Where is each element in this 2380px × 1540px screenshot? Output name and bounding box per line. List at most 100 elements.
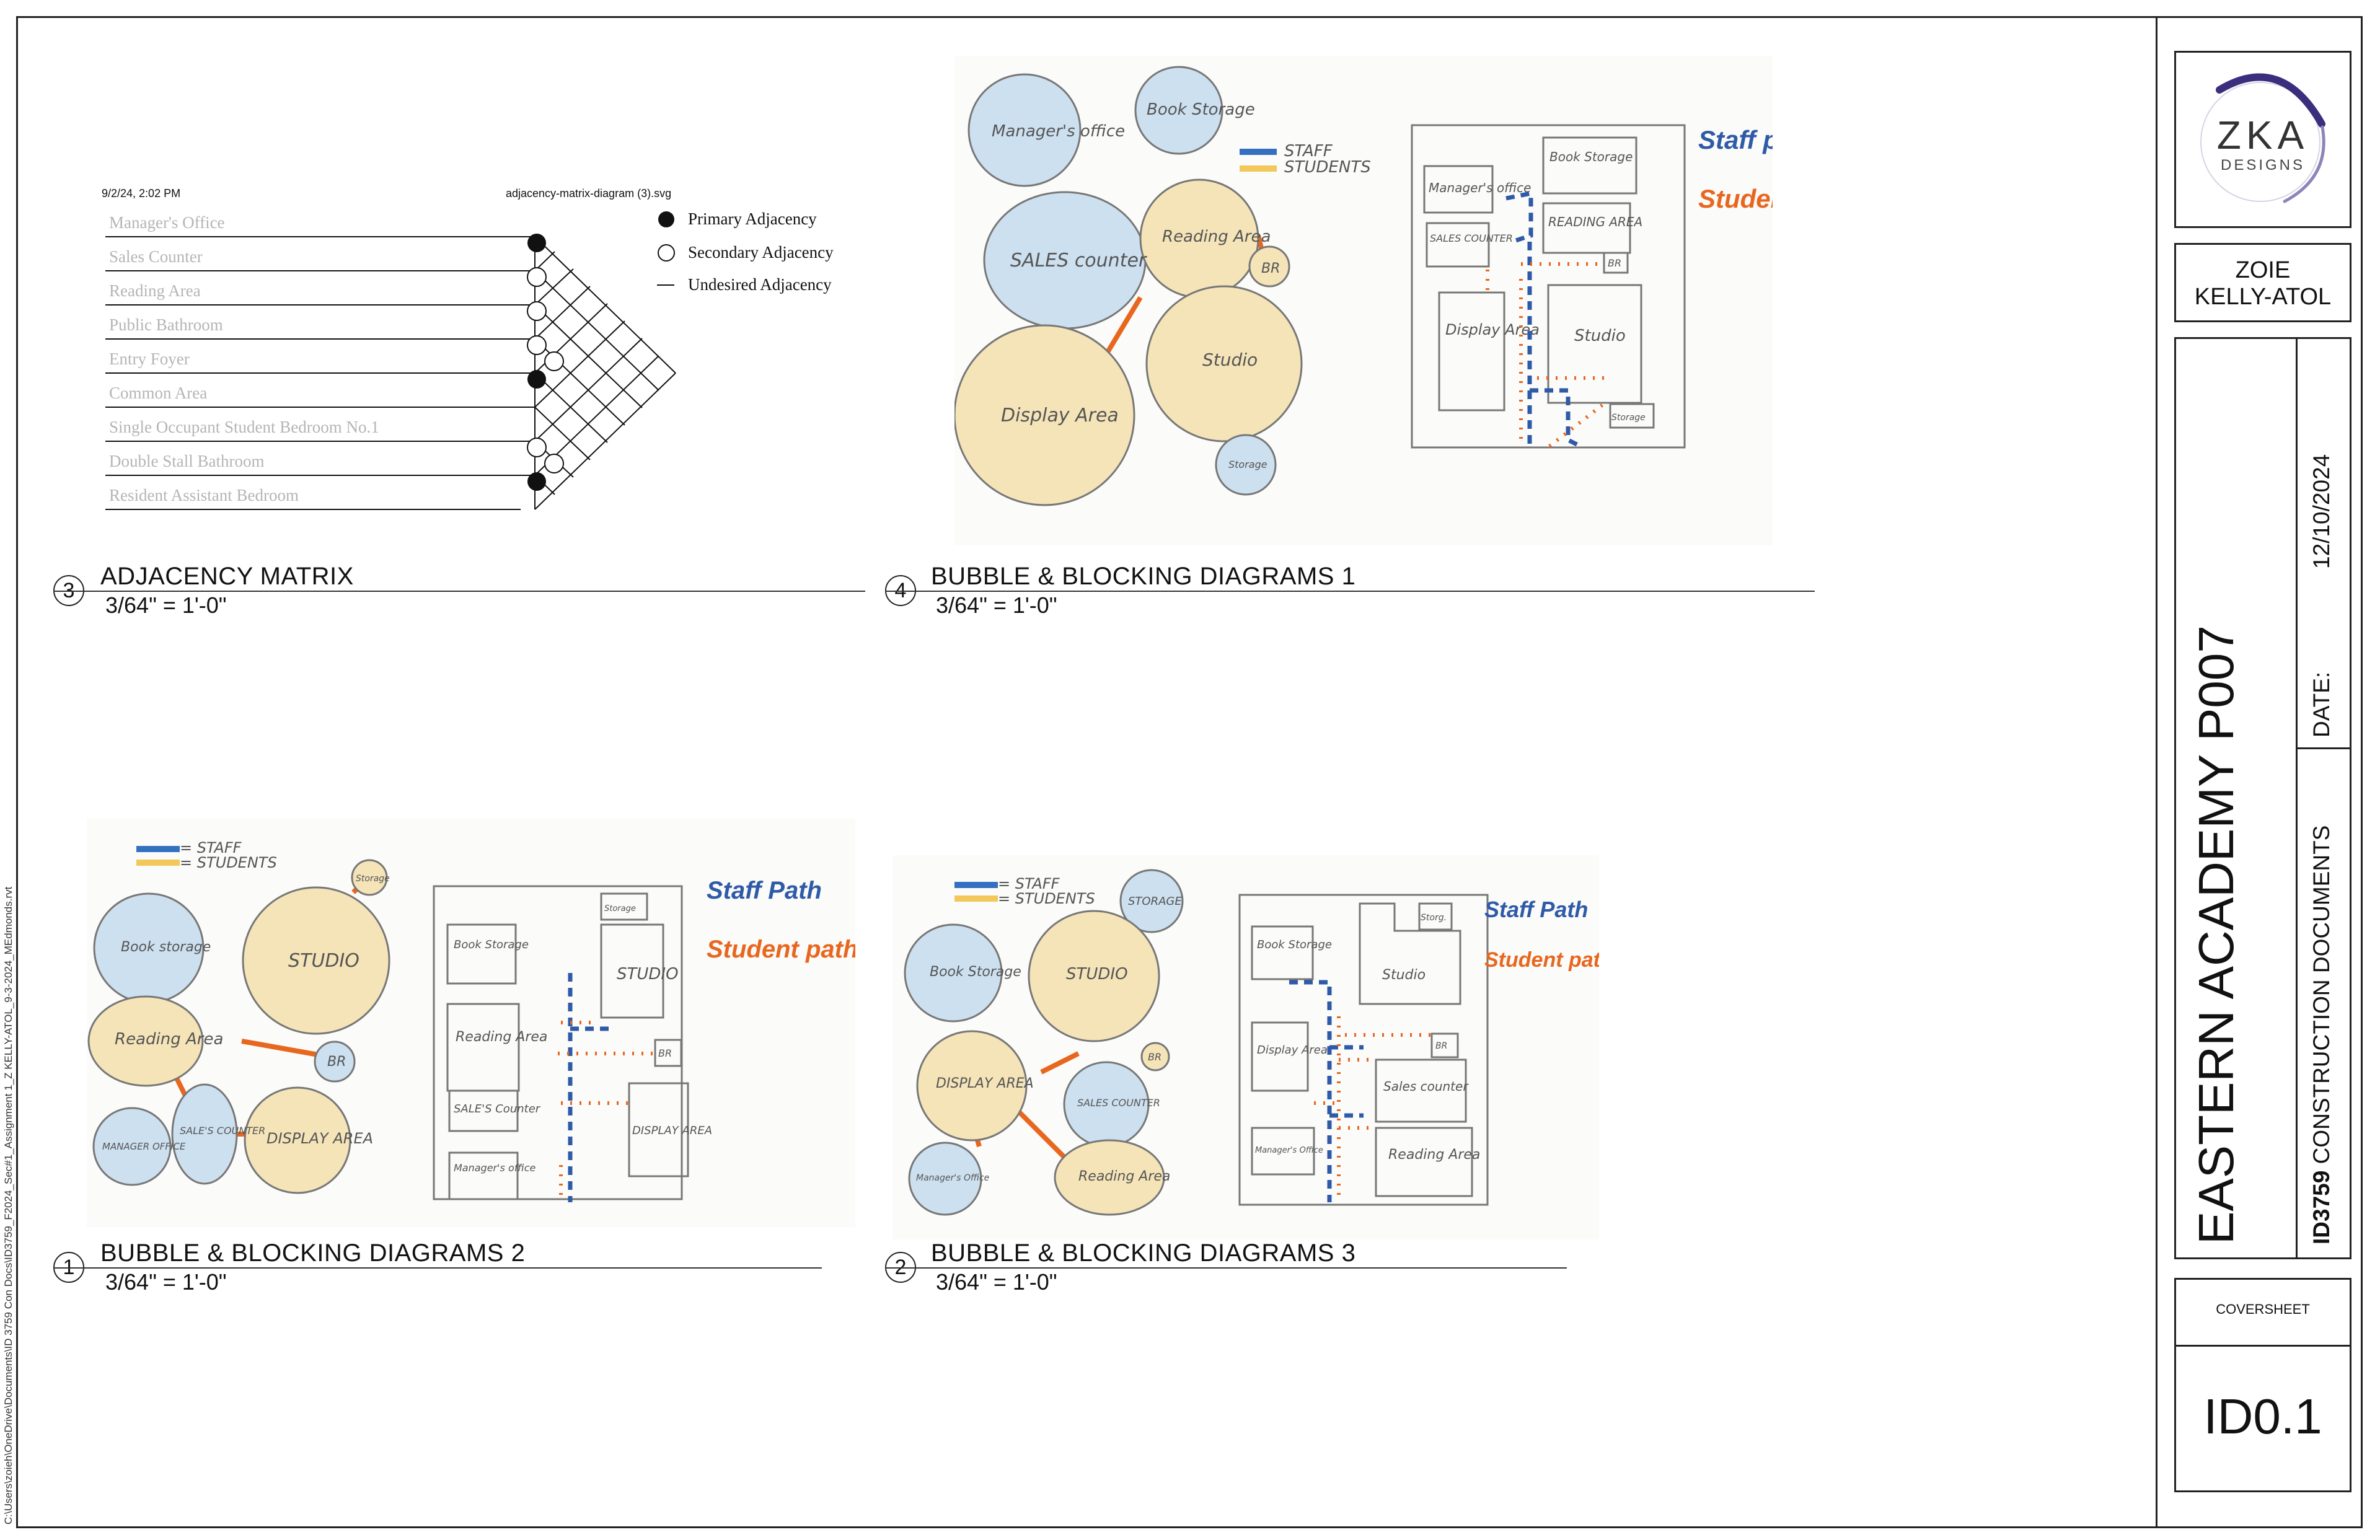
block-label: STUDIO xyxy=(617,965,679,983)
sketch-1-drawing: STAFF STUDENTS Manager's office Book Sto… xyxy=(953,66,1858,506)
block-label: READING AREA xyxy=(1548,214,1642,229)
view-title-underline xyxy=(885,1267,1567,1269)
legend-staff: = STAFF xyxy=(180,839,242,856)
bubble-book-storage xyxy=(1134,66,1223,155)
adjacency-matrix-panel: 9/2/24, 2:02 PM adjacency-matrix-diagram… xyxy=(93,174,862,533)
block-label: Display Area xyxy=(1257,1044,1328,1057)
bubble-label: Studio xyxy=(1202,350,1258,370)
block-label: Reading Area xyxy=(1388,1147,1480,1163)
logo-sub-text: DESIGNS xyxy=(2220,157,2306,174)
legend-students: = STUDENTS xyxy=(998,890,1095,907)
block-label: Studio xyxy=(1382,967,1426,983)
path-student-label: Student path xyxy=(1698,184,1773,213)
bubble-reading-area xyxy=(87,995,204,1087)
block-label: Sales counter xyxy=(1383,1079,1469,1094)
legend-primary: Primary Adjacency xyxy=(688,209,817,228)
course-line: ID3759 CONSTRUCTION DOCUMENTS xyxy=(2309,825,2335,1244)
title-block-divider xyxy=(2156,16,2157,1528)
sheet-border xyxy=(16,16,2363,1528)
block-label: BR xyxy=(1435,1041,1447,1051)
sheet-info-divider xyxy=(2174,1345,2351,1347)
bubble-label: STORAGE xyxy=(1128,895,1182,908)
course-code: ID3759 xyxy=(2309,1170,2334,1244)
block-label: Manager's office xyxy=(1429,180,1531,195)
bubble-label: SALE'S COUNTER xyxy=(180,1125,265,1137)
bubble-manager-office xyxy=(92,1107,172,1186)
matrix-row-label: Double Stall Bathroom xyxy=(109,452,265,470)
sheet-number: ID0.1 xyxy=(2203,1389,2322,1444)
date-label: DATE: xyxy=(2309,671,2334,737)
block-label: Reading Area xyxy=(456,1029,547,1045)
matrix-row-label: Resident Assistant Bedroom xyxy=(109,486,299,504)
bubble-display-area xyxy=(953,324,1135,506)
legend-staff: = STAFF xyxy=(998,875,1060,892)
matrix-row-label: Reading Area xyxy=(109,281,201,300)
block-label: Storage xyxy=(604,904,636,913)
sketch-panel-2: = STAFF = STUDENTS Book storage STUDIO S… xyxy=(87,818,858,1227)
project-info-box xyxy=(2174,337,2351,1259)
matrix-row-label: Entry Foyer xyxy=(109,350,190,368)
designer-box: ZOIE KELLY-ATOL xyxy=(2174,243,2351,322)
block-outline xyxy=(1238,894,1489,1206)
block-label: BR xyxy=(1608,257,1621,269)
logo-graphic xyxy=(2200,73,2325,203)
bubble-br xyxy=(1248,245,1290,288)
bubble-br xyxy=(1140,1042,1170,1071)
bubble-book-storage xyxy=(904,923,1003,1023)
legend-undesired: Undesired Adjacency xyxy=(688,275,832,294)
bubble-display-area xyxy=(916,1030,1028,1142)
bubble-storage xyxy=(1119,869,1184,933)
bubble-label: Book Storage xyxy=(930,964,1021,980)
bubble-label: SALES counter xyxy=(1010,250,1147,271)
bubble-studio xyxy=(242,886,390,1035)
view-scale-4: 3/64" = 1'-0" xyxy=(936,592,1057,618)
bubble-label: BR xyxy=(327,1054,346,1070)
bubble-studio xyxy=(1145,285,1303,442)
block-label: Book Storage xyxy=(1257,938,1332,951)
designer-first-name: ZOIE xyxy=(2235,257,2291,283)
view-title-underline xyxy=(53,1267,822,1269)
bubble-label: Storage xyxy=(356,874,390,884)
bubble-label: Storage xyxy=(1228,459,1267,470)
view-scale-1: 3/64" = 1'-0" xyxy=(105,1269,227,1295)
sheet-name: COVERSHEET xyxy=(2216,1301,2310,1317)
matrix-row-label: Common Area xyxy=(109,384,208,402)
block-outline xyxy=(1411,124,1686,449)
bubble-display-area xyxy=(244,1086,351,1194)
matrix-row-label: Single Occupant Student Bedroom No.1 xyxy=(109,418,379,436)
bubble-label: Display Area xyxy=(1001,405,1119,426)
bubble-label: BR xyxy=(1261,261,1280,276)
matrix-timestamp: 9/2/24, 2:02 PM xyxy=(102,187,181,200)
view-title-2: BUBBLE & BLOCKING DIAGRAMS 3 xyxy=(931,1239,1356,1267)
designer-last-name: KELLY-ATOL xyxy=(2194,284,2332,310)
project-info-divider xyxy=(2296,337,2298,1259)
matrix-row-label: Manager's Office xyxy=(109,213,225,232)
logo-main-text: ZKA xyxy=(2216,113,2309,157)
block-label: Display Area xyxy=(1445,321,1540,338)
block-label: Storage xyxy=(1611,413,1646,423)
matrix-filename: adjacency-matrix-diagram (3).svg xyxy=(506,187,672,200)
bubble-label: Book storage xyxy=(121,939,211,955)
bubble-storage xyxy=(351,859,388,896)
bubble-label: Reading Area xyxy=(1162,227,1271,246)
path-student-label: Student path xyxy=(707,936,855,963)
project-title: EASTERN ACADEMY P007 xyxy=(2188,625,2244,1244)
path-staff-label: Staff Path xyxy=(707,877,822,904)
bubble-label: Reading Area xyxy=(1078,1169,1170,1184)
bubble-label: Manager's Office xyxy=(916,1173,989,1183)
block-label: BR xyxy=(658,1047,672,1059)
bubble-label: SALES COUNTER xyxy=(1077,1097,1160,1109)
bubble-managers-office xyxy=(908,1142,982,1216)
sketch-2-drawing: = STAFF = STUDENTS Book storage STUDIO S… xyxy=(87,839,858,1202)
sketch-panel-3: = STAFF = STUDENTS STORAGE Book Storage … xyxy=(892,855,1613,1239)
sheet-info-box xyxy=(2174,1278,2351,1492)
view-title-3: ADJACENCY MATRIX xyxy=(100,563,354,590)
logo-box: ZKA DESIGNS xyxy=(2174,51,2351,228)
sketch-3-drawing: = STAFF = STUDENTS STORAGE Book Storage … xyxy=(904,869,1613,1216)
bubble-label: DISPLAY AREA xyxy=(936,1076,1034,1091)
bubble-label: Book Storage xyxy=(1147,100,1255,119)
block-label: Studio xyxy=(1574,327,1626,345)
view-title-1: BUBBLE & BLOCKING DIAGRAMS 2 xyxy=(100,1239,526,1267)
legend-staff: STAFF xyxy=(1284,142,1333,161)
path-staff-label: Staff path xyxy=(1698,125,1773,154)
